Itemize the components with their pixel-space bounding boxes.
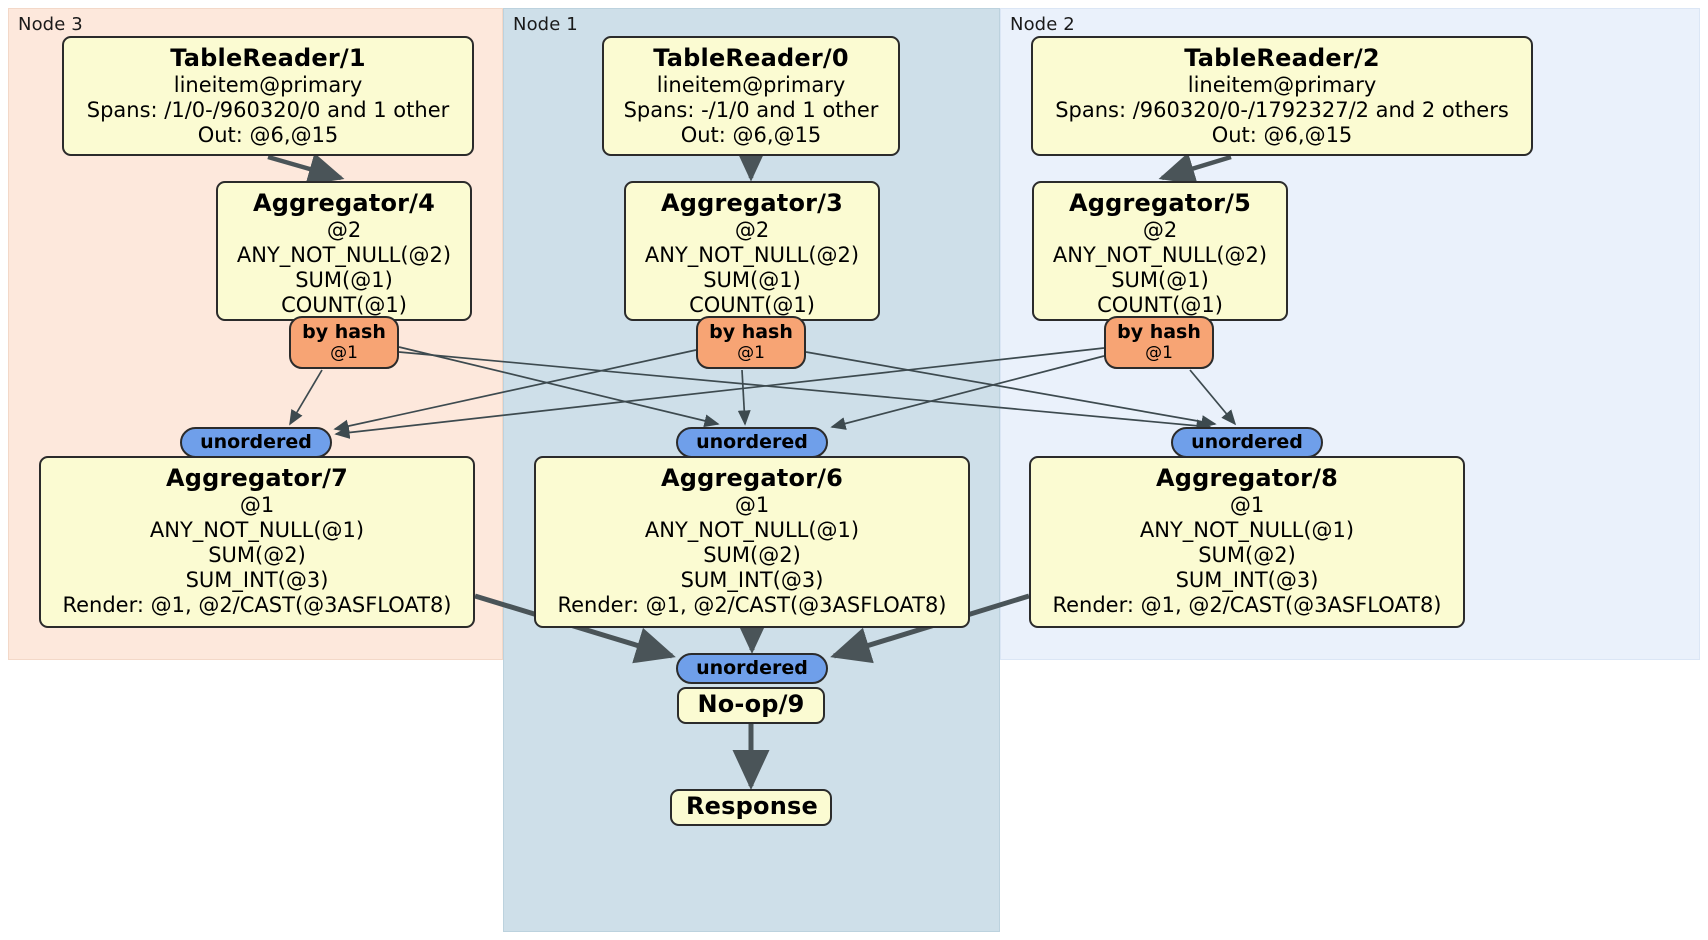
processor-detail-line: SUM_INT(@3) xyxy=(680,567,824,592)
processor-title: Aggregator/4 xyxy=(252,189,436,217)
processor-detail-line: SUM(@1) xyxy=(1111,267,1209,292)
processor-detail-line: SUM(@2) xyxy=(703,542,801,567)
hash-router-hash-router-3[interactable]: by hash@1 xyxy=(696,316,806,369)
sync-sync-unordered-9[interactable]: unordered xyxy=(676,653,828,684)
processor-title: Aggregator/7 xyxy=(165,464,349,492)
processor-title: Aggregator/8 xyxy=(1155,464,1339,492)
router-label: by hash xyxy=(302,321,386,344)
router-label: unordered xyxy=(200,431,312,454)
processor-no-op-9[interactable]: No-op/9 xyxy=(677,687,825,724)
node-region-label-node3: Node 3 xyxy=(18,14,83,35)
processor-detail-line: Spans: /1/0-/960320/0 and 1 other xyxy=(86,97,450,122)
processor-detail-line: ANY_NOT_NULL(@1) xyxy=(1139,517,1355,542)
processor-detail-line: Spans: /960320/0-/1792327/2 and 2 others xyxy=(1055,97,1509,122)
processor-detail-line: ANY_NOT_NULL(@2) xyxy=(1052,242,1268,267)
processor-detail-line: COUNT(@1) xyxy=(689,292,815,317)
processor-detail-line: @1 xyxy=(734,492,770,517)
processor-detail-line: Render: @1, @2/CAST(@3ASFLOAT8) xyxy=(1052,592,1442,617)
router-sublabel: @1 xyxy=(737,342,765,363)
processor-detail-line: COUNT(@1) xyxy=(1097,292,1223,317)
processor-detail-line: Out: @6,@15 xyxy=(197,122,339,147)
processor-detail-line: Render: @1, @2/CAST(@3ASFLOAT8) xyxy=(62,592,452,617)
processor-detail-line: ANY_NOT_NULL(@2) xyxy=(236,242,452,267)
processor-detail-line: ANY_NOT_NULL(@1) xyxy=(149,517,365,542)
hash-router-hash-router-5[interactable]: by hash@1 xyxy=(1104,316,1214,369)
processor-title: TableReader/0 xyxy=(653,44,849,72)
processor-detail-line: Out: @6,@15 xyxy=(1211,122,1353,147)
node-region-label-node1: Node 1 xyxy=(513,14,578,35)
processor-title: Aggregator/6 xyxy=(660,464,844,492)
processor-detail-line: Spans: -/1/0 and 1 other xyxy=(623,97,879,122)
processor-detail-line: SUM_INT(@3) xyxy=(1175,567,1319,592)
router-label: by hash xyxy=(1117,321,1201,344)
processor-detail-line: Out: @6,@15 xyxy=(680,122,822,147)
processor-title: Aggregator/3 xyxy=(660,189,844,217)
processor-title: TableReader/1 xyxy=(170,44,366,72)
processor-detail-line: Render: @1, @2/CAST(@3ASFLOAT8) xyxy=(557,592,947,617)
router-label: unordered xyxy=(1191,431,1303,454)
processor-title: No-op/9 xyxy=(697,690,805,719)
processor-detail-line: SUM(@2) xyxy=(1198,542,1296,567)
processor-detail-line: @2 xyxy=(1142,217,1178,242)
hash-router-hash-router-4[interactable]: by hash@1 xyxy=(289,316,399,369)
processor-title: Aggregator/5 xyxy=(1068,189,1252,217)
processor-detail-line: SUM(@1) xyxy=(703,267,801,292)
processor-title: TableReader/2 xyxy=(1184,44,1380,72)
processor-detail-line: SUM_INT(@3) xyxy=(185,567,329,592)
processor-detail-line: @2 xyxy=(734,217,770,242)
node-region-label-node2: Node 2 xyxy=(1010,14,1075,35)
router-label: by hash xyxy=(709,321,793,344)
sync-sync-unordered-7[interactable]: unordered xyxy=(180,427,332,458)
processor-detail-line: SUM(@2) xyxy=(208,542,306,567)
processor-detail-line: lineitem@primary xyxy=(173,72,363,97)
router-sublabel: @1 xyxy=(330,342,358,363)
processor-detail-line: ANY_NOT_NULL(@1) xyxy=(644,517,860,542)
processor-detail-line: @2 xyxy=(326,217,362,242)
sync-sync-unordered-6[interactable]: unordered xyxy=(676,427,828,458)
sync-sync-unordered-8[interactable]: unordered xyxy=(1171,427,1323,458)
processor-detail-line: @1 xyxy=(239,492,275,517)
processor-detail-line: lineitem@primary xyxy=(1187,72,1377,97)
router-sublabel: @1 xyxy=(1145,342,1173,363)
processor-response[interactable]: Response xyxy=(670,789,832,826)
processor-detail-line: ANY_NOT_NULL(@2) xyxy=(644,242,860,267)
processor-detail-line: COUNT(@1) xyxy=(281,292,407,317)
router-label: unordered xyxy=(696,657,808,680)
processor-title: Response xyxy=(686,792,818,821)
processor-detail-line: @1 xyxy=(1229,492,1265,517)
processor-detail-line: lineitem@primary xyxy=(656,72,846,97)
router-label: unordered xyxy=(696,431,808,454)
processor-detail-line: SUM(@1) xyxy=(295,267,393,292)
